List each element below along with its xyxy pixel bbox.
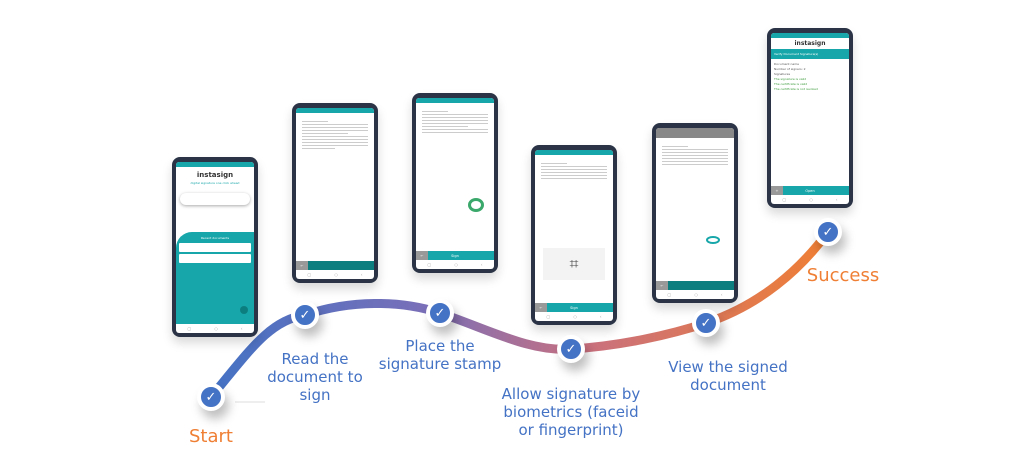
- user-card: [180, 193, 250, 205]
- sign-button[interactable]: ←Sign: [416, 251, 494, 260]
- check-icon: ✓: [692, 309, 720, 337]
- logo: instasign: [196, 171, 234, 179]
- check-icon: ✓: [197, 383, 225, 411]
- step-read: Read the document to sign: [267, 350, 363, 404]
- phone-signed-document: ← ▢○‹: [652, 123, 738, 303]
- sign-button[interactable]: ←Sign: [535, 303, 613, 312]
- doc-name-label: Document name: [774, 62, 800, 66]
- status-not-revoked: The certificate is not revoked: [774, 87, 818, 91]
- check-icon: ✓: [557, 335, 585, 363]
- step-view: View the signed document: [668, 358, 788, 394]
- step-biometrics: Allow signature by biometrics (faceid or…: [501, 385, 641, 439]
- check-icon: ✓: [291, 301, 319, 329]
- phone-home: instasign digital signature one click ah…: [172, 157, 258, 337]
- recent-documents-heading: Recent documents: [200, 236, 230, 240]
- list-item[interactable]: [179, 243, 251, 252]
- signature-stamp[interactable]: [468, 198, 484, 212]
- logo: instasign: [794, 40, 826, 47]
- toolbar[interactable]: ←: [296, 261, 374, 270]
- list-item[interactable]: [179, 254, 251, 263]
- step-stamp: Place the signature stamp: [378, 337, 502, 373]
- nav-bar: ▢○‹: [187, 326, 243, 331]
- phone-biometrics: ⌗ ←Sign ▢○‹: [531, 145, 617, 325]
- status-valid-signature: The signature is valid: [774, 77, 807, 81]
- tagline: digital signature one click ahead: [190, 181, 240, 185]
- add-button[interactable]: [240, 306, 248, 314]
- signatures-label: Signatures: [774, 72, 791, 76]
- check-icon: ✓: [814, 218, 842, 246]
- phone-stamp: ←Sign ▢○‹: [412, 93, 498, 273]
- faceid-icon: ⌗: [543, 248, 605, 280]
- phone-document: ← ▢○‹: [292, 103, 378, 283]
- toolbar[interactable]: ←: [656, 281, 734, 290]
- open-button[interactable]: +Open: [771, 186, 849, 195]
- signature-stamp: [706, 236, 720, 244]
- verify-title: Verify Document Signature(s): [771, 49, 849, 59]
- status-valid-certificate: The certificate is valid: [774, 82, 808, 86]
- check-icon: ✓: [426, 299, 454, 327]
- step-success: Success: [806, 265, 880, 286]
- signers-count: Number of signers: 2: [774, 67, 806, 71]
- step-start: Start: [189, 426, 233, 447]
- phone-verify: instasign Verify Document Signature(s) D…: [767, 28, 853, 208]
